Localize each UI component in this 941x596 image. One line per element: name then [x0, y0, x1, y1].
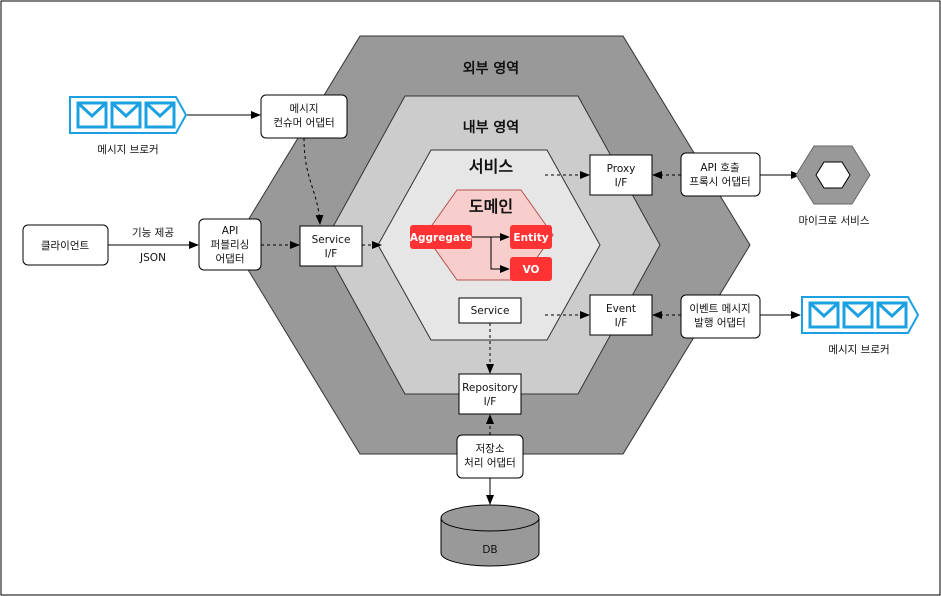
event-if-line1: Event	[606, 303, 636, 315]
repository-if-box[interactable]	[458, 373, 522, 415]
broker-top-icon	[69, 96, 188, 134]
api-proxy-adapter-box[interactable]	[680, 152, 761, 197]
service-if-line2: I/F	[325, 248, 338, 260]
aggregate-box[interactable]	[410, 225, 472, 249]
event-if-line2: I/F	[615, 317, 628, 329]
inner-layer-title: 내부 영역	[463, 119, 519, 136]
aggregate-label: Aggregate	[410, 232, 472, 244]
service-layer-title: 서비스	[469, 157, 513, 176]
entity-box[interactable]	[510, 225, 552, 249]
service-if-line1: Service	[312, 234, 351, 246]
vo-box[interactable]	[510, 257, 552, 281]
repository-if-line2: I/F	[484, 396, 497, 408]
proxy-if-box[interactable]	[589, 154, 653, 196]
microservice-label: 마이크로 서비스	[799, 215, 870, 227]
proxy-if-line2: I/F	[615, 177, 628, 189]
broker-top-label: 메시지 브로커	[97, 144, 158, 156]
vo-label: VO	[523, 264, 540, 276]
event-if-box[interactable]	[589, 294, 653, 336]
entity-label: Entity	[513, 232, 548, 244]
consumer-adapter-line2: 컨슈머 어댑터	[273, 117, 334, 129]
db-cylinder-icon	[440, 504, 540, 567]
feature-edge-label: 기능 제공	[132, 227, 174, 239]
outer-layer-title: 외부 영역	[463, 60, 519, 77]
storage-adapter-line1: 저장소	[476, 443, 505, 455]
broker-right-label: 메시지 브로커	[828, 344, 889, 356]
db-label: DB	[482, 544, 497, 556]
event-adapter-box[interactable]	[680, 294, 761, 339]
event-adapter-line2: 발행 어댑터	[694, 317, 746, 329]
event-adapter-line1: 이벤트 메시지	[689, 303, 750, 315]
consumer-adapter-line1: 메시지	[290, 103, 319, 115]
api-publishing-line2: 퍼블리싱	[211, 239, 250, 251]
json-edge-label: JSON	[139, 252, 166, 264]
microservice-hexagon-icon	[795, 145, 871, 205]
api-proxy-adapter-line1: API 호출	[700, 162, 740, 174]
service-if-box[interactable]	[299, 225, 363, 267]
repository-if-line1: Repository	[462, 382, 518, 394]
consumer-to-service-if-arrow	[303, 137, 324, 225]
broker-right-icon	[801, 296, 920, 334]
api-proxy-adapter-line2: 프록시 어댑터	[689, 176, 750, 188]
api-publishing-line3: 어댑터	[216, 253, 245, 265]
storage-adapter-line2: 처리 어댑터	[464, 457, 516, 469]
client-label: 클라이언트	[41, 240, 90, 252]
aggregate-to-vo-arrow	[490, 237, 510, 273]
domain-layer-title: 도메인	[469, 197, 513, 216]
proxy-if-line1: Proxy	[607, 163, 636, 175]
domain-service-label: Service	[471, 305, 510, 317]
api-publishing-line1: API	[222, 225, 239, 237]
